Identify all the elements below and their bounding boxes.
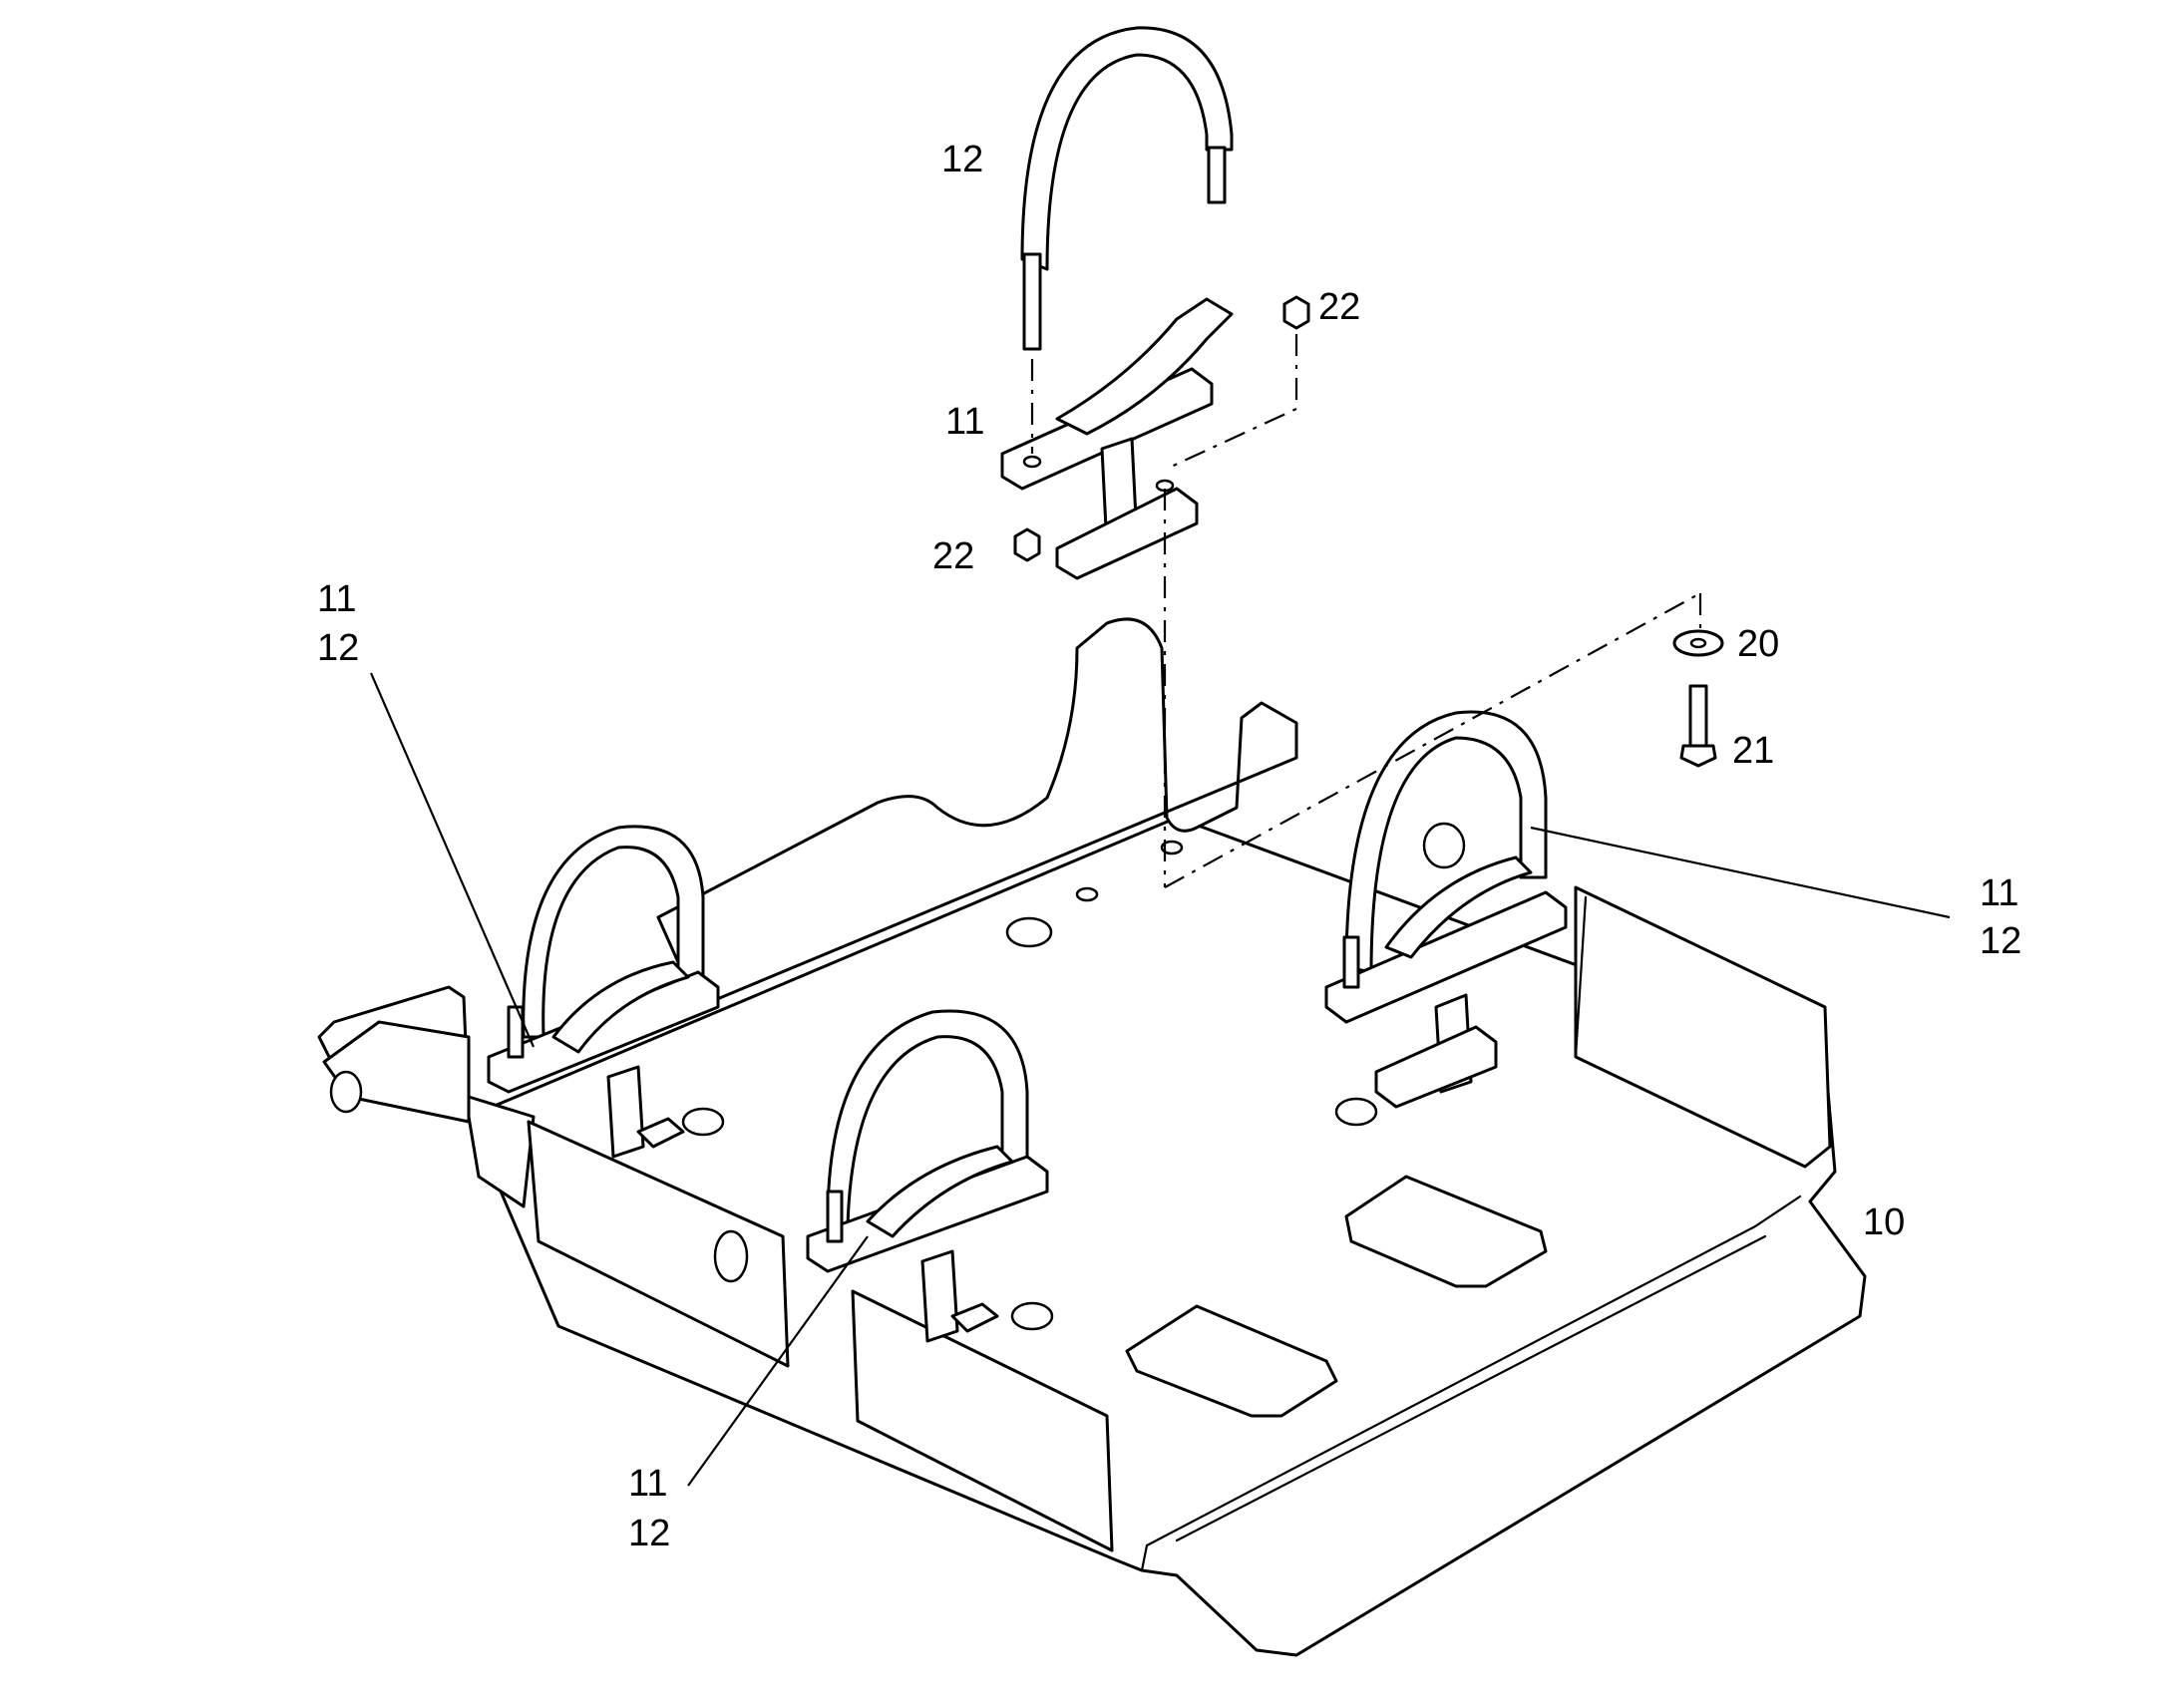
leader-lines	[369, 672, 1951, 1487]
callout-11-right: 11	[1980, 872, 2018, 914]
callout-22-right: 22	[1318, 286, 1360, 328]
callout-12-right: 12	[1980, 920, 2021, 962]
bottom-clamp-assembly	[806, 1009, 1049, 1343]
callout-11-top: 11	[945, 401, 984, 443]
assembly-centerlines	[1030, 334, 1702, 888]
left-clamp-assembly	[487, 825, 720, 1159]
callout-12-top: 12	[941, 139, 983, 180]
callout-11-left: 11	[317, 578, 356, 620]
callout-22-left: 22	[932, 535, 974, 577]
callout-20: 20	[1737, 623, 1779, 665]
callout-labels: 10 12 11 22 22 20 21 11 12 11 12 11 12	[317, 139, 2021, 1554]
callout-11-bottom: 11	[628, 1463, 667, 1505]
callout-12-left: 12	[317, 627, 359, 669]
callout-21: 21	[1732, 730, 1774, 772]
base-plate	[317, 617, 1867, 1657]
callout-10: 10	[1863, 1201, 1905, 1243]
top-clamp-exploded	[1000, 26, 1724, 768]
right-clamp-assembly	[1324, 710, 1568, 1109]
callout-12-bottom: 12	[628, 1513, 670, 1554]
